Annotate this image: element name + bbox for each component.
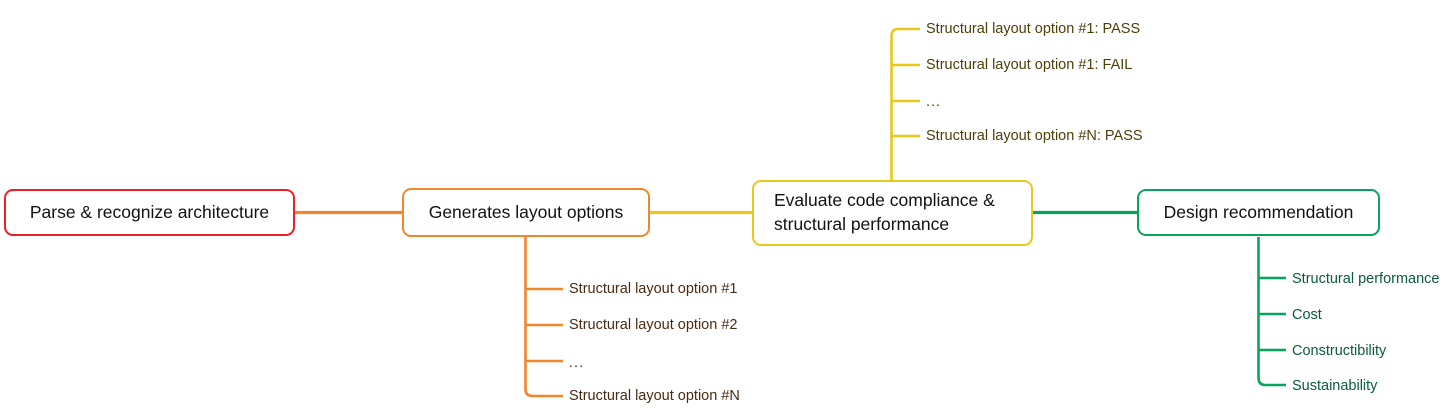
node-design-recommendation[interactable]: Design recommendation xyxy=(1137,189,1380,236)
branch-group-generate-options xyxy=(524,237,563,398)
node-evaluate-code-compliance[interactable]: Evaluate code compliance & structural pe… xyxy=(752,180,1033,246)
node-parse-recognize-architecture[interactable]: Parse & recognize architecture xyxy=(4,189,295,236)
leaf-label-evaluate-result-2: Structural layout option #1: FAIL xyxy=(926,57,1133,73)
leaf-label-evaluate-result-n: Structural layout option #N: PASS xyxy=(926,128,1143,144)
node-generates-layout-options[interactable]: Generates layout options xyxy=(402,188,650,237)
branch-trunk-green xyxy=(1257,237,1286,387)
branch-trunk-yellow xyxy=(890,27,920,181)
leaf-label-criteria-structural-performance: Structural performance xyxy=(1292,271,1440,287)
branch-group-evaluate-results xyxy=(890,27,920,181)
branch-group-design-criteria xyxy=(1257,237,1286,387)
leaf-label-criteria-cost: Cost xyxy=(1292,307,1322,323)
leaf-label-criteria-sustainability: Sustainability xyxy=(1292,378,1378,394)
leaf-label-criteria-constructibility: Constructibility xyxy=(1292,343,1387,359)
leaf-label-layout-option-ellipsis: ... xyxy=(569,355,585,371)
leaf-label-evaluate-result-ellipsis: ... xyxy=(926,94,942,110)
branch-trunk-orange xyxy=(524,237,563,398)
leaf-label-layout-option-n: Structural layout option #N xyxy=(569,388,740,404)
leaf-label-evaluate-result-1: Structural layout option #1: PASS xyxy=(926,21,1141,37)
leaf-label-layout-option-2: Structural layout option #2 xyxy=(569,317,738,333)
leaf-label-layout-option-1: Structural layout option #1 xyxy=(569,281,738,297)
